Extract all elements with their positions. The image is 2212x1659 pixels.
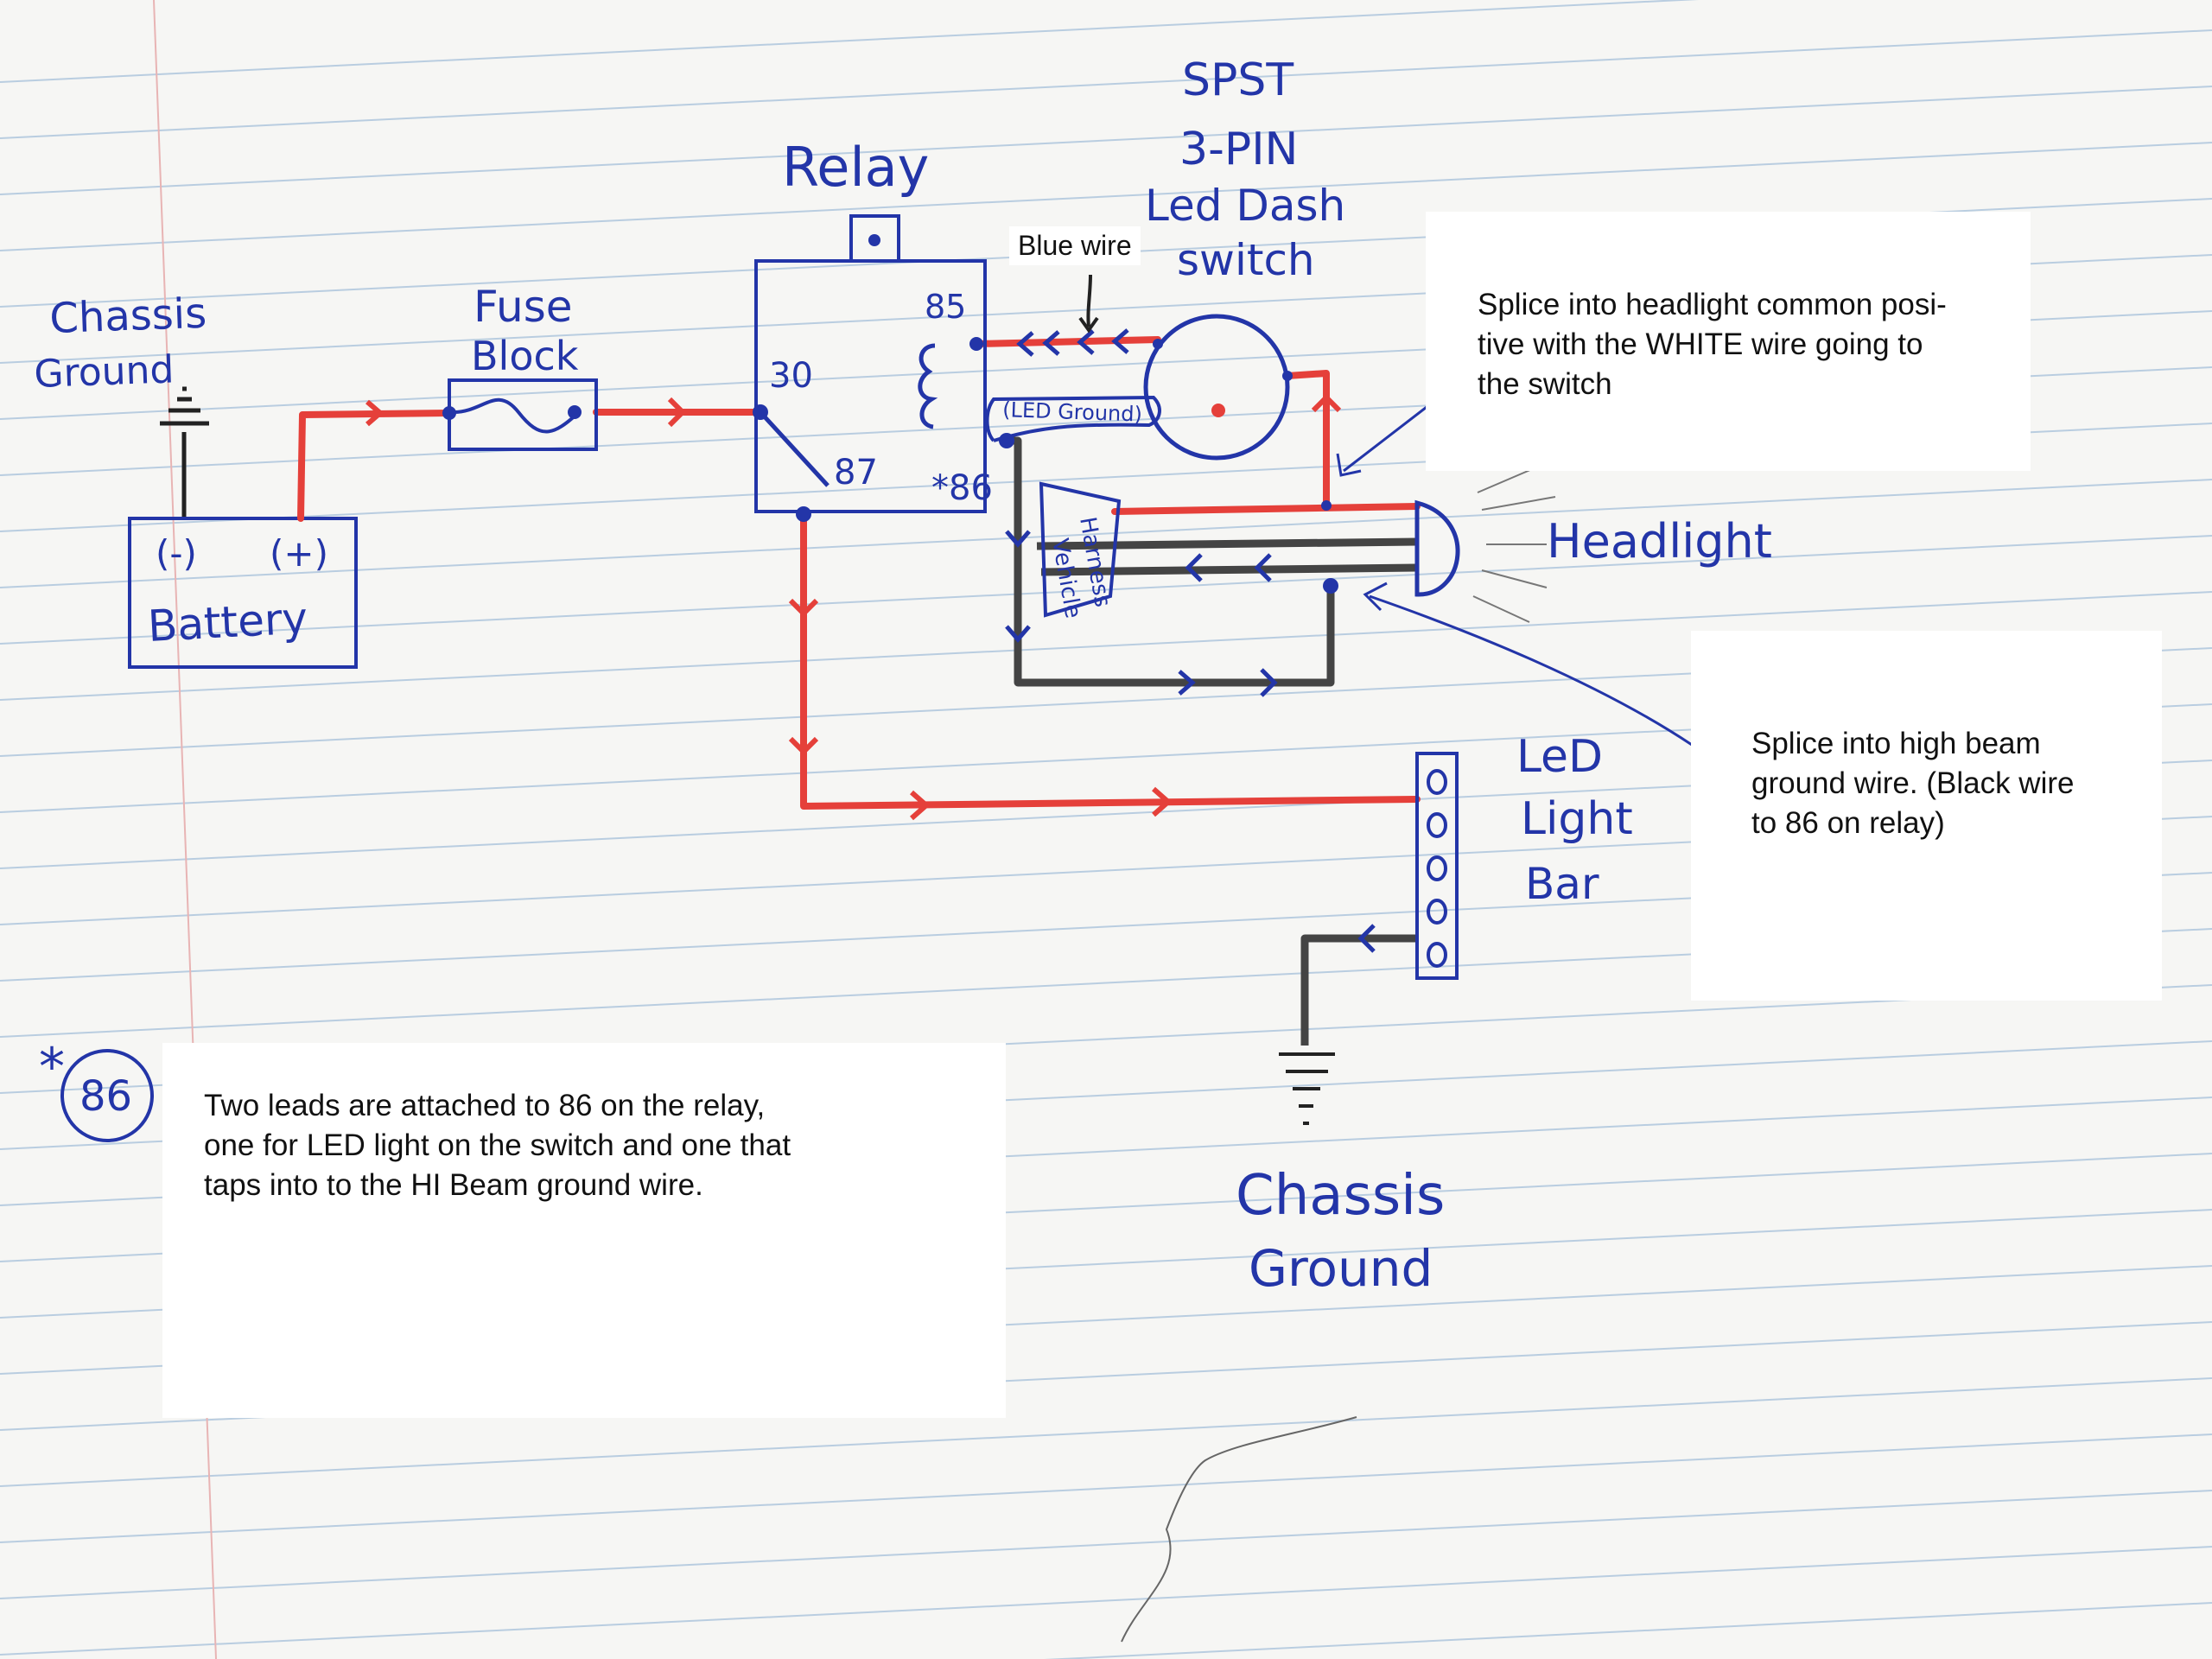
led-light-bar-leds — [1427, 769, 1447, 968]
battery-label: Battery — [147, 593, 309, 652]
switch-label-1: SPST — [1182, 54, 1294, 106]
battery-box — [128, 517, 358, 669]
led-ground-label: (LED Ground) — [1002, 397, 1143, 427]
note-headlight-splice-text: Splice into headlight common posi- tive … — [1478, 288, 1947, 401]
callout-pointers — [1336, 403, 1693, 747]
note-relay-86-text: Two leads are attached to 86 on the rela… — [204, 1089, 791, 1202]
spst-switch-circle — [1143, 314, 1290, 461]
black-wires — [1007, 436, 1418, 1046]
blue-wire-arrows — [1016, 328, 1129, 357]
blue-wire-label: Blue wire — [1009, 226, 1141, 265]
pencil-scribble — [1121, 1416, 1357, 1643]
headlight-label: Headlight — [1547, 514, 1772, 569]
chassis-ground-left-label-2: Ground — [34, 347, 175, 397]
footnote-mark: * — [39, 1037, 65, 1097]
blue-wire-pointer — [1078, 274, 1099, 334]
switch-label-3: Led Dash — [1145, 181, 1345, 231]
chassis-ground-bottom-symbol — [1279, 1052, 1335, 1125]
fuse-block-label-2: Block — [471, 333, 579, 379]
led-bar-label-2: Light — [1521, 793, 1633, 845]
switch-label-2: 3-PIN — [1179, 124, 1298, 175]
black-wire-arrows — [1005, 530, 1376, 953]
relay-pin-86: *86 — [931, 468, 993, 508]
led-bar-label-3: Bar — [1525, 859, 1599, 909]
chassis-ground-left-symbol — [160, 386, 209, 518]
chassis-ground-left-label-1: Chassis — [48, 289, 207, 343]
headlight-symbol — [1414, 499, 1460, 597]
headlight-rays — [1472, 466, 1556, 623]
relay-switch — [759, 343, 938, 487]
relay-pin-85: 85 — [925, 288, 966, 326]
note-headlight-splice: Splice into headlight common posi- tive … — [1426, 212, 2031, 471]
note-relay-86: Two leads are attached to 86 on the rela… — [162, 1043, 1006, 1418]
switch-label-4: switch — [1177, 235, 1315, 285]
battery-pos-label: (+) — [270, 532, 328, 575]
footnote-circle-label: 86 — [79, 1072, 132, 1121]
blue-wire-label-text: Blue wire — [1018, 230, 1132, 261]
battery-neg-label: (-) — [156, 532, 197, 575]
red-wire-arrows — [365, 393, 1342, 821]
relay-pin-87: 87 — [834, 453, 878, 493]
chassis-ground-bottom-label-1: Chassis — [1236, 1164, 1445, 1228]
spst-switch-led — [1211, 404, 1225, 417]
led-bar-label-1: LeD — [1516, 731, 1603, 783]
footnote-circle — [60, 1049, 154, 1142]
fuse-block-label-1: Fuse — [474, 282, 573, 332]
relay-pin-30: 30 — [769, 356, 813, 396]
relay-label: Relay — [782, 136, 929, 199]
note-high-beam-splice-text: Splice into high beam ground wire. (Blac… — [1751, 727, 2075, 840]
note-high-beam-splice: Splice into high beam ground wire. (Blac… — [1691, 631, 2162, 1001]
led-light-bar — [1415, 752, 1459, 980]
vehicle-harness — [1039, 481, 1122, 618]
relay-tab — [849, 214, 900, 263]
fuse-element — [453, 397, 581, 434]
chassis-ground-bottom-label-2: Ground — [1249, 1239, 1433, 1298]
